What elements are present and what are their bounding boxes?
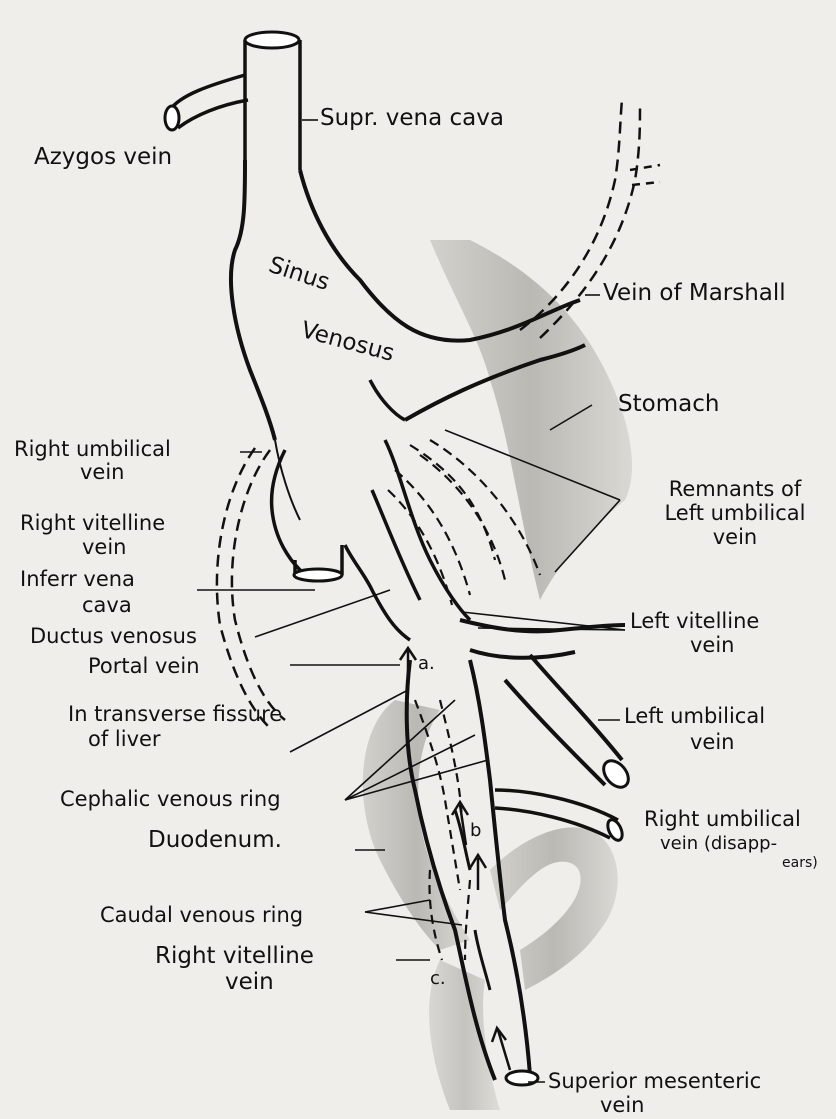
label-superior-mesenteric-1: Superior mesenteric: [548, 1070, 761, 1092]
label-right-vitelline-bottom-1: Right vitelline: [155, 944, 314, 968]
label-left-vitelline-2: vein: [690, 634, 735, 656]
label-sup-vena-cava: Supr. vena cava: [320, 106, 504, 130]
arrow-mesenteric: [492, 1028, 510, 1070]
label-superior-mesenteric-2: vein: [600, 1094, 645, 1116]
label-infer-vena-cava-1: Inferr vena: [20, 568, 135, 590]
label-marker-a: a.: [418, 655, 435, 674]
label-stomach: Stomach: [618, 392, 719, 416]
arrow-c: [470, 855, 486, 890]
label-vein-of-marshall: Vein of Marshall: [603, 281, 786, 305]
superior-vena-cava-vessel: [245, 40, 300, 170]
label-right-umbilical-disapp-3: ears): [782, 856, 818, 870]
vein-of-marshall-branch: [630, 165, 660, 185]
label-remnants-2: Left umbilical: [640, 502, 830, 524]
label-caudal-venous-ring: Caudal venous ring: [100, 904, 303, 926]
label-portal-vein: Portal vein: [88, 655, 200, 677]
right-umbilical-vessel-dashed: [217, 448, 285, 730]
label-right-vitelline-top-1: Right vitelline: [20, 512, 165, 534]
left-umbilical-remnant-wall: [385, 440, 470, 620]
label-transverse-fissure-1: In transverse fissure: [68, 703, 282, 725]
ductus-venosus-outline: [345, 490, 420, 640]
label-azygos-vein: Azygos vein: [34, 145, 172, 169]
duodenum-shape: [363, 700, 470, 950]
azygos-vessel: [170, 75, 248, 128]
label-cephalic-venous-ring: Cephalic venous ring: [60, 788, 281, 810]
label-duodenum: Duodenum.: [148, 828, 282, 852]
label-right-vitelline-bottom-2: vein: [225, 970, 274, 994]
right-vitelline-inner: [275, 440, 300, 520]
label-marker-b: b: [470, 822, 481, 841]
duodenum-loop-shape: [490, 827, 618, 990]
label-marker-c: c.: [430, 970, 446, 989]
label-right-umbilical-disapp-2: vein (disapp-: [660, 835, 777, 854]
stomach-shape: [430, 240, 632, 600]
left-umbilical-opening: [599, 756, 634, 792]
mesenteric-opening: [506, 1071, 538, 1085]
label-right-vitelline-top-2: vein: [82, 536, 127, 558]
left-vitelline-vessel: [460, 620, 625, 658]
sinus-inner-edge: [370, 380, 405, 420]
label-right-umbilical-vein-2: vein: [80, 461, 125, 483]
label-right-umbilical-vein-1: Right umbilical: [14, 438, 171, 460]
azygos-opening: [165, 106, 179, 130]
remnant-line-2: [420, 455, 505, 580]
label-transverse-fissure-2: of liver: [88, 728, 161, 750]
label-left-umbilical-2: vein: [690, 731, 735, 753]
label-right-umbilical-disapp-1: Right umbilical: [644, 808, 801, 830]
ivc-opening: [294, 569, 342, 581]
label-remnants-1: Remnants of: [640, 478, 830, 500]
label-remnants-3: vein: [640, 526, 830, 548]
svc-opening: [245, 32, 299, 48]
label-ductus-venosus: Ductus venosus: [30, 625, 197, 647]
label-left-umbilical-1: Left umbilical: [624, 705, 765, 727]
arrow-a: [400, 648, 416, 690]
label-infer-vena-cava-2: cava: [82, 594, 132, 616]
label-left-vitelline-1: Left vitelline: [630, 610, 759, 632]
